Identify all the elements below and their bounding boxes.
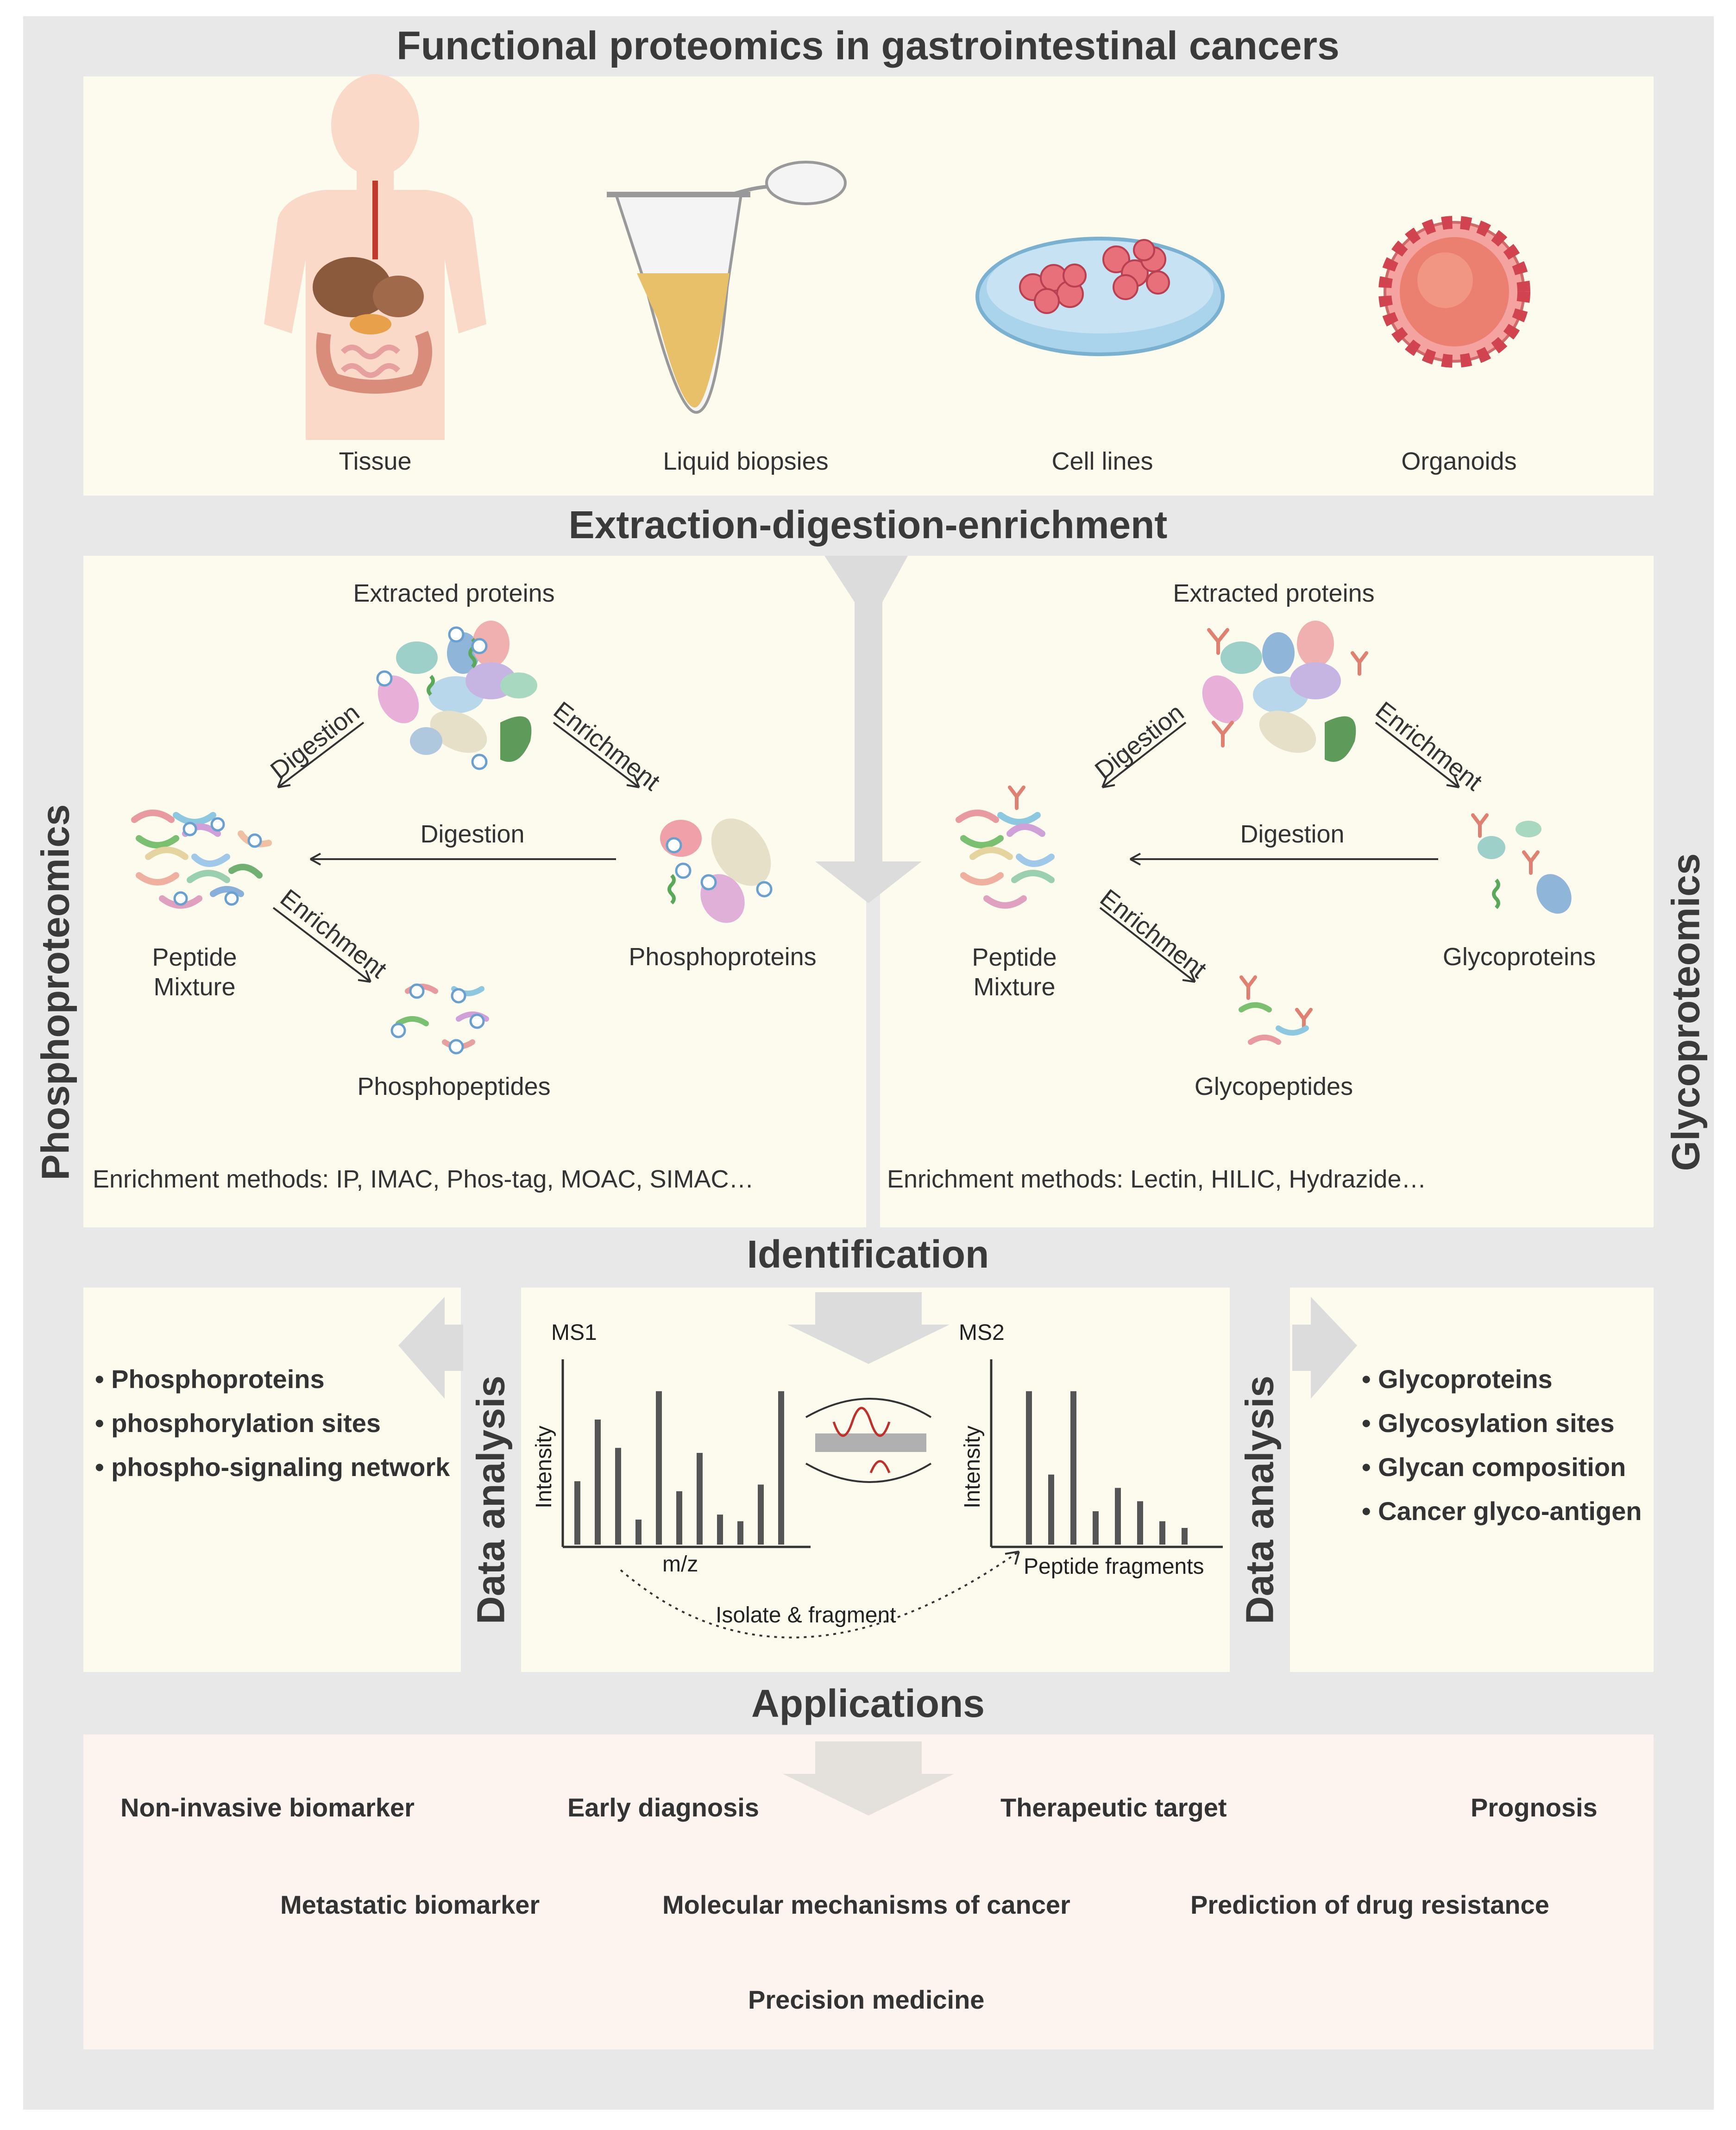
- spectrum-bar: [778, 1391, 784, 1545]
- left-grey-arrow: [398, 1297, 463, 1399]
- spectrum-bar: [1093, 1511, 1099, 1545]
- application-item: Non-invasive biomarker: [120, 1793, 415, 1822]
- phosphoproteins-label: Phosphoproteins: [629, 943, 817, 971]
- application-item: Early diagnosis: [567, 1793, 759, 1822]
- spectrum-bar: [717, 1514, 723, 1545]
- spectrum-bar: [697, 1453, 703, 1545]
- source-label-organoids: Organoids: [1401, 447, 1517, 475]
- applications-heading: Applications: [751, 1682, 985, 1725]
- phospho-result-item: • phospho-signaling network: [95, 1452, 450, 1482]
- central-down-arrow: [815, 556, 922, 903]
- glyco-peptide-mixture-icon: [956, 810, 1055, 909]
- spectrum-bar: [595, 1420, 601, 1545]
- phospho-extracted-proteins-label: Extracted proteins: [353, 579, 555, 607]
- spectrum-bar: [635, 1520, 642, 1545]
- center-down-arrow: [787, 1292, 950, 1364]
- organoid-icon: [1378, 216, 1530, 368]
- glyco-methods-note: Enrichment methods: Lectin, HILIC, Hydra…: [887, 1165, 1427, 1193]
- phospho-methods-note: Enrichment methods: IP, IMAC, Phos-tag, …: [93, 1165, 754, 1193]
- right-grey-arrow: [1292, 1297, 1357, 1399]
- petri-dish-icon: [975, 237, 1225, 356]
- phospho-peptide-mixture-icon: [131, 810, 272, 909]
- spectrum-bar: [1070, 1391, 1076, 1545]
- spectrum-bar: [1159, 1521, 1165, 1545]
- phospho-results-panel: [83, 1288, 461, 1672]
- ms2-label: MS2: [959, 1320, 1005, 1345]
- source-label-tissue: Tissue: [339, 447, 412, 475]
- spectrum-bar: [1115, 1488, 1121, 1545]
- ms1-bars: [574, 1391, 784, 1545]
- spectrum-bar: [1026, 1391, 1032, 1545]
- phospho-digestion-mid-label: Digestion: [420, 820, 525, 848]
- spectrum-bar: [1137, 1501, 1143, 1545]
- isolate-fragment-label: Isolate & fragment: [716, 1603, 896, 1627]
- spectrum-bar: [1182, 1528, 1188, 1545]
- glyco-extracted-proteins-label: Extracted proteins: [1173, 579, 1375, 607]
- source-label-liquid-biopsies: Liquid biopsies: [663, 447, 829, 475]
- isolate-fragment-arc: [620, 1551, 1020, 1639]
- ms1-axes: [561, 1359, 811, 1548]
- spectrum-bar: [758, 1484, 764, 1545]
- phospho-result-item: • Phosphoproteins: [95, 1364, 325, 1394]
- spectrum-bar: [574, 1481, 580, 1545]
- glyco-result-item: • Cancer glyco-antigen: [1362, 1496, 1642, 1526]
- application-item: Metastatic biomarker: [280, 1890, 540, 1919]
- tube-icon: [607, 161, 847, 414]
- phospho-result-item: • phosphorylation sites: [95, 1408, 381, 1438]
- applications-down-arrow: [783, 1741, 954, 1816]
- spectrum-bar: [615, 1448, 621, 1545]
- source-label-cell-lines: Cell lines: [1051, 447, 1153, 475]
- glyco-panel: [880, 556, 1654, 1227]
- spectrum-bar: [676, 1491, 682, 1545]
- phospho-marks: [173, 626, 773, 1055]
- application-item: Molecular mechanisms of cancer: [662, 1890, 1070, 1919]
- phosphopeptides-label: Phosphopeptides: [357, 1073, 551, 1100]
- phospho-extracted-proteins-icon: [377, 621, 537, 762]
- body-silhouette-icon: [264, 74, 486, 440]
- application-item: Prediction of drug resistance: [1190, 1890, 1549, 1919]
- ms2-axes: [990, 1359, 1223, 1548]
- glycoproteins-icon: [1478, 821, 1572, 914]
- phospho-arrows: [272, 722, 640, 983]
- spectrum-bar: [737, 1521, 743, 1545]
- glycoproteins-label: Glycoproteins: [1442, 943, 1596, 971]
- ms1-label: MS1: [551, 1320, 597, 1345]
- glyco-result-item: • Glycosylation sites: [1362, 1408, 1615, 1438]
- glycopeptides-label: Glycopeptides: [1194, 1073, 1353, 1100]
- mz-label: m/z: [662, 1552, 698, 1577]
- ms2-bars: [1026, 1391, 1188, 1545]
- glyco-arrows: [1099, 722, 1460, 983]
- page-title: Functional proteomics in gastrointestina…: [396, 24, 1340, 68]
- fragmentation-icon: [805, 1398, 932, 1483]
- spectrum-bar: [1048, 1474, 1054, 1545]
- glyco-result-item: • Glycoproteins: [1362, 1364, 1553, 1394]
- glyco-result-item: • Glycan composition: [1362, 1452, 1626, 1482]
- extraction-heading: Extraction-digestion-enrichment: [568, 503, 1168, 547]
- application-item: Therapeutic target: [1000, 1793, 1227, 1822]
- identification-heading: Identification: [747, 1232, 989, 1276]
- spectrum-bar: [656, 1391, 662, 1545]
- glycan-marks: [1008, 628, 1540, 1032]
- glyco-extracted-proteins-icon: [1202, 621, 1356, 762]
- glycopeptides-icon: [1239, 1002, 1309, 1045]
- glyco-peptide-mixture-label: Peptide Mixture: [972, 943, 1057, 1001]
- application-item: Prognosis: [1471, 1793, 1598, 1822]
- phospho-peptide-mixture-label: Peptide Mixture: [152, 943, 237, 1001]
- application-item: Precision medicine: [748, 1985, 985, 2014]
- glyco-digestion-mid-label: Digestion: [1240, 820, 1345, 848]
- peptide-fragments-label: Peptide fragments: [1024, 1554, 1204, 1579]
